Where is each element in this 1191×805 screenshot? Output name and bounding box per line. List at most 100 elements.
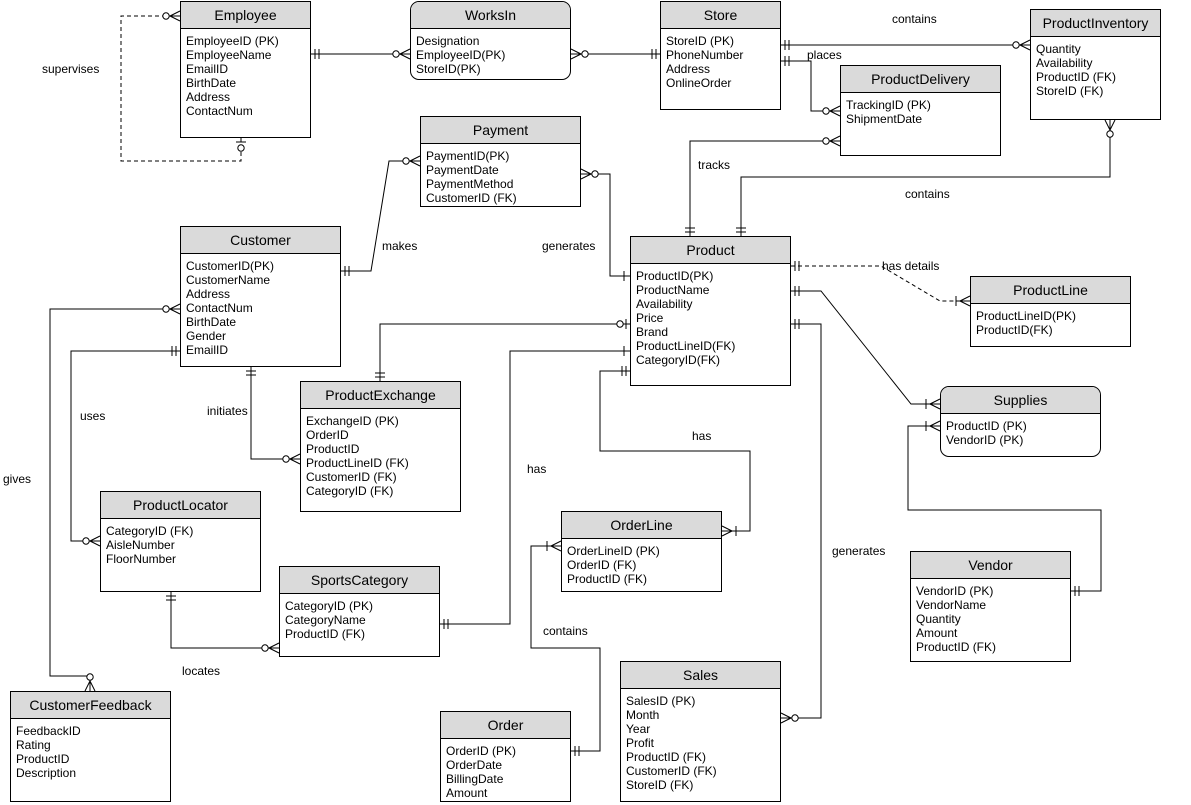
- entity-sales[interactable]: Sales SalesID (PK) Month Year Profit Pro…: [620, 661, 781, 802]
- attribute: PhoneNumber: [666, 48, 744, 62]
- entity-productlocator[interactable]: ProductLocator CategoryID (FK) AisleNumb…: [100, 491, 261, 592]
- entity-sportscategory[interactable]: SportsCategory CategoryID (PK) CategoryN…: [279, 566, 440, 657]
- attribute: Address: [186, 287, 231, 301]
- entity-customer[interactable]: Customer CustomerID(PK) CustomerName Add…: [180, 226, 341, 367]
- rel-label-gives: gives: [3, 472, 32, 486]
- entity-vendor[interactable]: Vendor VendorID (PK) VendorName Quantity…: [910, 551, 1071, 662]
- entity-title: Employee: [181, 2, 310, 29]
- cardinality-circle: [581, 50, 589, 58]
- entity-productexchange[interactable]: ProductExchange ExchangeID (PK) OrderID …: [300, 381, 461, 512]
- entity-title: Order: [441, 712, 570, 739]
- attribute: PaymentID(PK): [426, 149, 510, 163]
- cardinality-circle: [402, 157, 410, 165]
- rel-label-contains-product: contains: [905, 187, 950, 201]
- entity-employee[interactable]: Employee EmployeeID (PK) EmployeeName Em…: [180, 1, 311, 138]
- cardinality-circle: [616, 320, 624, 328]
- attribute: Price: [636, 311, 664, 325]
- attribute: StoreID (PK): [666, 34, 735, 48]
- crows-foot: [1019, 39, 1031, 51]
- attribute: CategoryID (PK): [285, 599, 374, 613]
- rel-label-tracks: tracks: [698, 158, 731, 172]
- attribute: EmployeeID(PK): [416, 48, 506, 62]
- attribute: ProductID (FK): [1036, 70, 1117, 84]
- attribute: ProductID(FK): [976, 323, 1053, 337]
- attribute: EmailID: [186, 62, 229, 76]
- attribute: Amount: [446, 786, 488, 800]
- attribute: Rating: [16, 738, 51, 752]
- attribute: ProductID (FK): [285, 627, 366, 641]
- entity-product[interactable]: Product ProductID(PK) ProductName Availa…: [630, 236, 791, 386]
- attribute: OrderID (PK): [446, 744, 517, 758]
- attribute: Availability: [636, 297, 693, 311]
- attribute: ProductID (FK): [626, 750, 707, 764]
- entity-store[interactable]: Store StoreID (PK) PhoneNumber Address O…: [660, 1, 781, 110]
- attribute: CategoryID(FK): [636, 353, 721, 367]
- attribute: ProductID: [16, 752, 70, 766]
- rel-label-contains-order: contains: [543, 624, 588, 638]
- crows-foot: [570, 48, 582, 60]
- entity-productinventory[interactable]: ProductInventory Quantity Availability P…: [1030, 9, 1161, 120]
- crows-foot: [399, 48, 411, 60]
- attribute: ProductLineID(PK): [976, 309, 1077, 323]
- attribute: Quantity: [1036, 42, 1081, 56]
- cardinality-circle: [1012, 41, 1020, 49]
- line-payment-product: [581, 173, 630, 277]
- entity-productline[interactable]: ProductLine ProductLineID(PK) ProductID(…: [970, 276, 1131, 347]
- attribute-list: Quantity Availability ProductID (FK) Sto…: [1031, 37, 1160, 98]
- attribute: PaymentMethod: [426, 177, 514, 191]
- entity-customerfeedback[interactable]: CustomerFeedback FeedbackID Rating Produ…: [10, 691, 171, 802]
- attribute: ExchangeID (PK): [306, 414, 399, 428]
- rel-label-supervises: supervises: [42, 62, 100, 76]
- attribute-list: ProductLineID(PK) ProductID(FK): [971, 304, 1130, 337]
- entity-order[interactable]: Order OrderID (PK) OrderDate BillingDate…: [440, 711, 571, 802]
- entity-title: SportsCategory: [280, 567, 439, 594]
- rel-label-makes: makes: [382, 239, 418, 253]
- rel-label-contains-inventory: contains: [892, 12, 937, 26]
- entity-productdelivery[interactable]: ProductDelivery TrackingID (PK) Shipment…: [840, 65, 1001, 156]
- attribute: Designation: [416, 34, 480, 48]
- cardinality-circle: [162, 12, 170, 20]
- line-product-productline: [791, 265, 970, 302]
- line-product-sales: [781, 323, 822, 719]
- entity-orderline[interactable]: OrderLine OrderLineID (PK) OrderID (FK) …: [561, 511, 722, 592]
- crows-foot: [84, 680, 96, 692]
- attribute-list: OrderLineID (PK) OrderID (FK) ProductID …: [562, 539, 721, 586]
- entity-title: Customer: [181, 227, 340, 254]
- attribute: ProductID (PK): [946, 419, 1027, 433]
- attribute: ProductLineID(FK): [636, 339, 736, 353]
- attribute: ProductName: [636, 283, 710, 297]
- entity-title: ProductExchange: [301, 382, 460, 409]
- attribute: ProductID (FK): [567, 572, 648, 586]
- entity-supplies[interactable]: Supplies ProductID (PK) VendorID (PK): [940, 386, 1101, 457]
- attribute-list: ExchangeID (PK) OrderID ProductID Produc…: [301, 409, 460, 498]
- rel-label-places: places: [807, 48, 842, 62]
- attribute: StoreID(PK): [416, 62, 481, 76]
- attribute: EmployeeID (PK): [186, 34, 279, 48]
- line-product-inventory: [740, 120, 1111, 236]
- attribute: OrderID (FK): [567, 558, 637, 572]
- line-product-exchange: [379, 323, 630, 381]
- attribute: Quantity: [916, 612, 961, 626]
- attribute-list: CustomerID(PK) CustomerName Address Cont…: [181, 254, 340, 357]
- crows-foot: [169, 10, 181, 22]
- attribute: ContactNum: [186, 104, 253, 118]
- crows-foot: [829, 105, 841, 117]
- attribute-list: EmployeeID (PK) EmployeeName EmailID Bir…: [181, 29, 310, 118]
- attribute-list: StoreID (PK) PhoneNumber Address OnlineO…: [661, 29, 780, 90]
- attribute-list: CategoryID (FK) AisleNumber FloorNumber: [101, 519, 260, 566]
- cardinality-circle: [591, 170, 599, 178]
- rel-label-generates-sales: generates: [832, 544, 886, 558]
- entity-worksin[interactable]: WorksIn Designation EmployeeID(PK) Store…: [410, 1, 571, 80]
- attribute-list: OrderID (PK) OrderDate BillingDate Amoun…: [441, 739, 570, 800]
- cardinality-circle: [791, 714, 799, 722]
- entity-payment[interactable]: Payment PaymentID(PK) PaymentDate Paymen…: [420, 116, 581, 207]
- attribute: CategoryID (FK): [306, 484, 394, 498]
- crows-foot: [929, 420, 941, 432]
- cardinality-circle: [162, 305, 170, 313]
- attribute: VendorName: [916, 598, 987, 612]
- crows-foot: [289, 453, 301, 465]
- rel-label-has-details: has details: [882, 259, 940, 273]
- rel-label-has-orderline: has: [692, 429, 712, 443]
- cardinality-circle: [86, 673, 94, 681]
